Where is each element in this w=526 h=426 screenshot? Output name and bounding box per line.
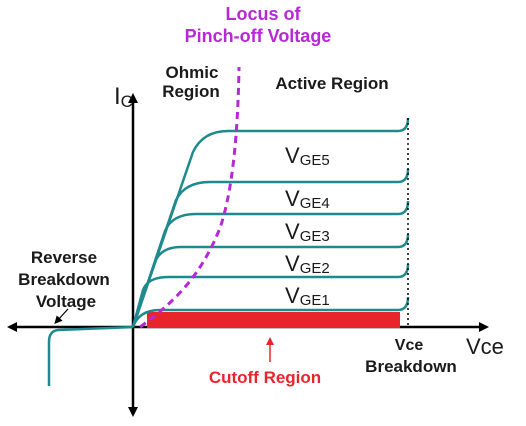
reverse-breakdown-pointer xyxy=(54,308,69,324)
curve-label-vge4: VGE4 xyxy=(285,186,330,212)
vce-breakdown-label-line2: Breakdown xyxy=(365,357,457,376)
cutoff-region-band xyxy=(147,312,400,328)
curve-label-vge5: VGE5 xyxy=(285,143,330,169)
curve-vge4 xyxy=(131,168,410,328)
locus-label-line2: Pinch-off Voltage xyxy=(185,26,332,46)
ic-axis-label: IC xyxy=(114,83,133,111)
curve-vge3 xyxy=(131,200,410,328)
reverse-breakdown-label-line1: Reverse xyxy=(31,248,97,267)
vce-axis-label: Vce xyxy=(466,334,504,359)
curve-vge2 xyxy=(131,233,410,328)
reverse-breakdown-label-line3: Voltage xyxy=(36,292,96,311)
reverse-breakdown-curve xyxy=(47,325,134,386)
output-curves xyxy=(47,117,410,386)
locus-label-line1: Locus of xyxy=(226,4,302,24)
curve-label-vge1: VGE1 xyxy=(285,283,330,309)
cutoff-region-label: Cutoff Region xyxy=(209,368,321,387)
pinch-off-locus xyxy=(139,66,241,329)
ohmic-label-line1: Ohmic xyxy=(166,63,219,82)
active-region-label: Active Region xyxy=(275,74,388,93)
curve-vge5 xyxy=(131,117,410,328)
curve-label-vge3: VGE3 xyxy=(285,219,330,245)
curve-label-vge2: VGE2 xyxy=(285,251,330,277)
vce-breakdown-label-line1: Vce xyxy=(395,337,424,354)
curve-labels: VGE5 VGE4 VGE3 VGE2 VGE1 xyxy=(285,143,330,309)
curve-base xyxy=(131,296,410,328)
ohmic-label-line2: Region xyxy=(162,82,220,101)
reverse-breakdown-label-line2: Breakdown xyxy=(18,270,110,289)
curve-vge1 xyxy=(131,263,410,328)
